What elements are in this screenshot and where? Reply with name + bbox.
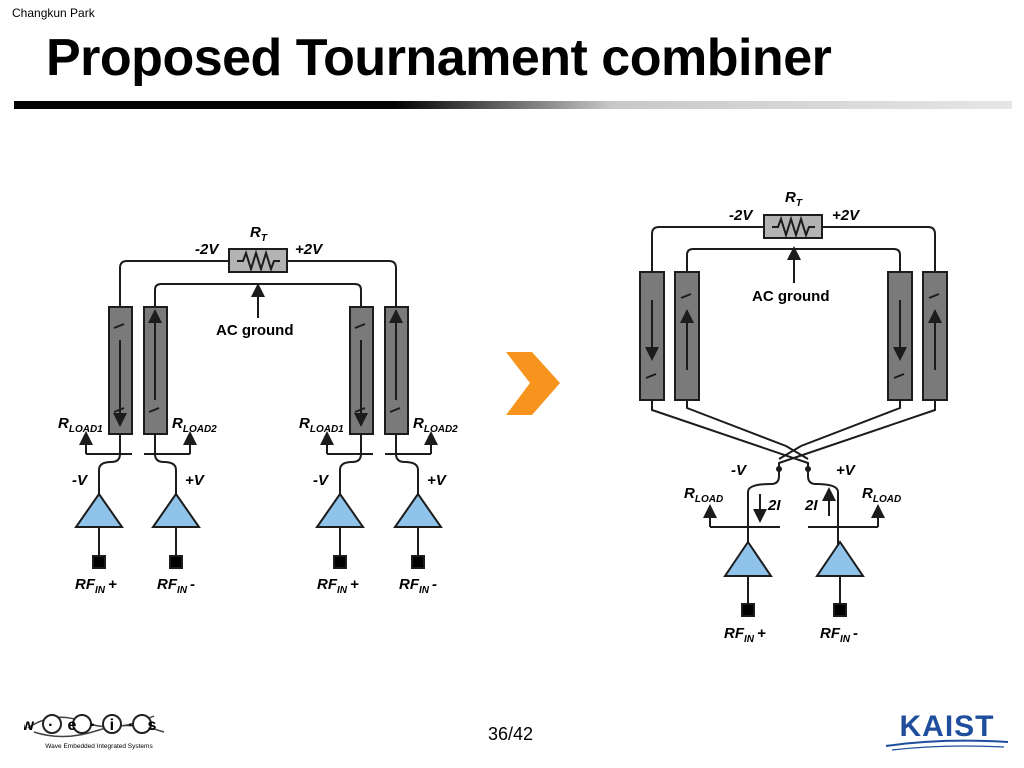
right-current-right-label: 2I	[804, 497, 818, 514]
left-amp-4	[393, 492, 443, 528]
left-unit1-rf-plus: RFIN+	[75, 576, 117, 596]
left-unit2-rf-minus: RFIN-	[399, 576, 437, 596]
right-amplifiers	[723, 540, 865, 617]
left-neg-node-label: -2V	[195, 241, 220, 258]
left-amp-2	[151, 492, 201, 528]
left-unit1-rf-minus: RFIN-	[157, 576, 195, 596]
right-diagram	[651, 226, 936, 606]
slide-title: Proposed Tournament combiner	[46, 29, 832, 87]
right-amp-2	[815, 540, 865, 577]
left-unit2-wiring	[320, 431, 438, 558]
left-amp-3	[315, 492, 365, 528]
left-unit1-pos-supply: +V	[185, 472, 206, 489]
left-unit1-rload1-label: RLOAD1	[58, 415, 103, 435]
left-ac-ground-label: AC ground	[216, 322, 293, 339]
kaist-logo-text: KAIST	[900, 710, 995, 743]
right-amp-1	[723, 540, 773, 577]
right-node-neg	[776, 466, 782, 472]
title-underline	[14, 101, 1012, 109]
left-unit2-neg-supply: -V	[313, 472, 330, 489]
right-tlines	[639, 271, 948, 401]
author-name: Changkun Park	[12, 6, 95, 20]
right-neg-node-label: -2V	[729, 207, 754, 224]
left-unit1-rload2-label: RLOAD2	[172, 415, 217, 435]
right-pos-supply: +V	[836, 462, 857, 479]
left-amp-1	[74, 492, 124, 528]
left-port-4	[411, 555, 425, 569]
right-cross-trace-d	[778, 400, 901, 460]
left-unit2-rload2-label: RLOAD2	[413, 415, 458, 435]
left-unit2-pos-supply: +V	[427, 472, 448, 489]
right-rf-plus: RFIN+	[724, 625, 766, 645]
left-unit1-neg-supply: -V	[72, 472, 89, 489]
weis-logo: w·e·i·s Wave Embedded Integrated Systems	[24, 714, 170, 750]
right-port-1	[741, 603, 755, 617]
right-rt-label: RT	[785, 189, 803, 209]
right-node-pos	[805, 466, 811, 472]
left-unit2-rload1-label: RLOAD1	[299, 415, 344, 435]
left-rt-label: RT	[250, 224, 268, 244]
left-port-3	[333, 555, 347, 569]
right-cross-trace-a	[651, 400, 839, 545]
left-outer-trace	[119, 260, 397, 308]
weis-logo-caption: Wave Embedded Integrated Systems	[45, 743, 153, 750]
left-resistor-rt	[228, 248, 288, 273]
left-unit1-wiring	[79, 431, 197, 558]
chevron-right-icon	[506, 352, 560, 415]
right-resistor-rt	[763, 214, 823, 239]
right-current-left-label: 2I	[767, 497, 781, 514]
left-tlines	[108, 306, 409, 435]
left-amplifiers	[74, 492, 443, 569]
right-port-2	[833, 603, 847, 617]
left-diagram	[119, 260, 397, 318]
left-port-1	[92, 555, 106, 569]
kaist-logo: KAIST	[885, 710, 1009, 751]
right-pos-node-label: +2V	[832, 207, 861, 224]
right-cross-trace-b	[686, 400, 809, 460]
left-port-2	[169, 555, 183, 569]
page-number: 36/42	[488, 724, 534, 744]
weis-logo-text: w·e·i·s	[24, 717, 170, 734]
right-rload-left-label: RLOAD	[684, 485, 723, 505]
left-pos-node-label: +2V	[295, 241, 324, 258]
right-cross-trace-c	[747, 400, 936, 545]
right-neg-supply: -V	[731, 462, 748, 479]
right-ac-ground-label: AC ground	[752, 288, 829, 305]
right-rload-right-label: RLOAD	[862, 485, 901, 505]
right-outer-trace	[651, 226, 936, 272]
right-rf-minus: RFIN-	[820, 625, 858, 645]
left-unit2-rf-plus: RFIN+	[317, 576, 359, 596]
